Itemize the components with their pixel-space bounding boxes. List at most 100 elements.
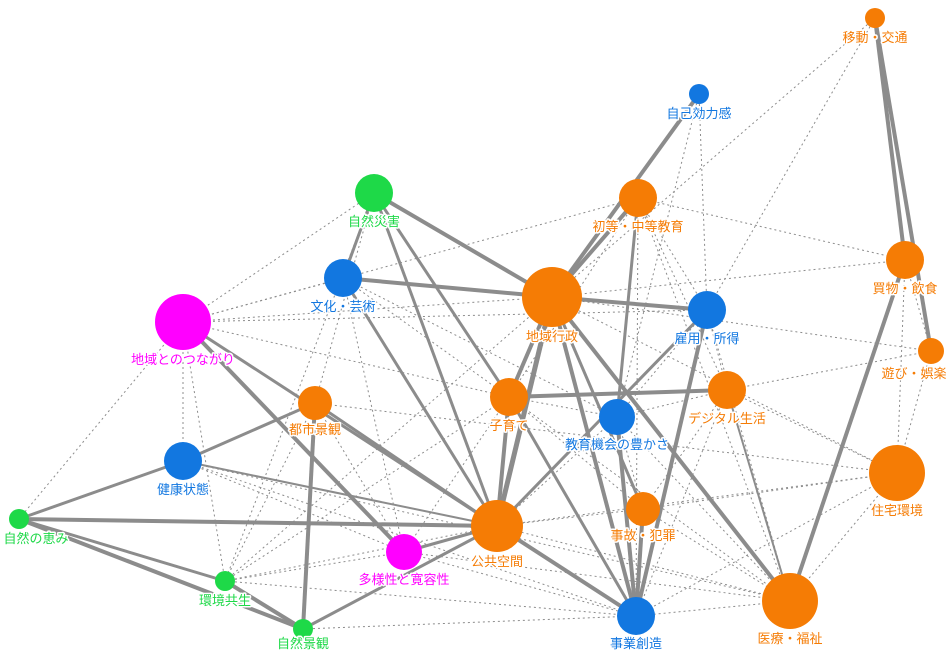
- graph-node-mobility-transport[interactable]: [865, 8, 885, 28]
- graph-edge-urban-landscape--environmental-symbiosis: [224, 402, 316, 582]
- graph-edge-digital-life--educational-opportunity: [616, 389, 728, 418]
- graph-edge-natural-disaster--urban-landscape: [314, 192, 375, 404]
- graph-edge-primary-secondary-education--employment-income: [637, 197, 708, 311]
- graph-node-digital-life[interactable]: [708, 371, 746, 409]
- graph-node-shopping-dining[interactable]: [886, 241, 924, 279]
- graph-edge-accidents-crime--medical-welfare: [642, 508, 791, 602]
- graph-node-label-child-rearing: 子育て: [489, 418, 528, 433]
- graph-edge-urban-landscape--public-space: [314, 401, 498, 528]
- graph-node-local-government[interactable]: [522, 267, 582, 327]
- graph-node-label-employment-income: 雇用・所得: [674, 331, 739, 346]
- graph-node-label-environmental-symbiosis: 環境共生: [199, 593, 251, 608]
- graph-edge-medical-welfare--public-space: [496, 525, 791, 602]
- graph-node-label-natural-scenery: 自然景観: [277, 636, 329, 651]
- graph-edge-housing-environment--public-space: [496, 472, 898, 527]
- graph-node-natural-disaster[interactable]: [355, 174, 393, 212]
- graph-node-nature-blessings[interactable]: [9, 509, 29, 529]
- graph-edge-community-ties--child-rearing: [182, 321, 510, 398]
- graph-edge-natural-scenery--public-space: [302, 524, 498, 631]
- graph-edge-nature-blessings--environmental-symbiosis: [18, 517, 226, 583]
- graph-edge-mobility-transport--local-government: [551, 17, 876, 298]
- graph-node-public-space[interactable]: [471, 500, 523, 552]
- graph-edge-local-government--business-creation: [550, 296, 638, 617]
- graph-edge-natural-disaster--local-government: [372, 191, 554, 299]
- graph-node-accidents-crime[interactable]: [626, 492, 660, 526]
- graph-node-self-efficacy[interactable]: [689, 84, 709, 104]
- graph-node-natural-scenery[interactable]: [293, 619, 313, 639]
- graph-node-community-ties[interactable]: [155, 294, 211, 350]
- graph-edge-natural-disaster--child-rearing: [372, 192, 511, 398]
- graph-node-label-urban-landscape: 都市景観: [289, 422, 341, 437]
- graph-edge-local-government--accidents-crime: [550, 296, 645, 510]
- graph-node-housing-environment[interactable]: [869, 445, 925, 501]
- graph-edge-nature-blessings--natural-scenery: [18, 517, 304, 631]
- graph-edge-primary-secondary-education--educational-opportunity: [615, 197, 640, 418]
- graph-node-label-educational-opportunity: 教育機会の豊かさ: [565, 437, 669, 452]
- graph-edge-mobility-transport--employment-income: [706, 17, 876, 311]
- graph-edge-child-rearing--accidents-crime: [508, 396, 644, 510]
- graph-edge-community-ties--natural-disaster: [182, 192, 375, 323]
- graph-edge-employment-income--business-creation: [634, 309, 709, 617]
- graph-node-label-shopping-dining: 買物・飲食: [872, 281, 937, 296]
- graph-node-business-creation[interactable]: [617, 597, 655, 635]
- graph-node-diversity-tolerance[interactable]: [386, 534, 422, 570]
- graph-edge-environmental-symbiosis--business-creation: [224, 580, 637, 617]
- graph-node-label-diversity-tolerance: 多様性と寛容性: [358, 572, 449, 587]
- graph-edge-shopping-dining--housing-environment: [896, 259, 906, 474]
- graph-node-play-entertainment[interactable]: [918, 338, 944, 364]
- graph-edge-local-government--public-space: [494, 296, 555, 527]
- graph-edge-health-status--nature-blessings: [18, 459, 184, 521]
- graph-edge-community-ties--diversity-tolerance: [181, 320, 406, 554]
- graph-node-employment-income[interactable]: [688, 291, 726, 329]
- graph-edge-environmental-symbiosis--natural-scenery: [223, 579, 305, 631]
- graph-edge-shopping-dining--medical-welfare: [788, 259, 907, 602]
- graph-edge-self-efficacy--educational-opportunity: [616, 93, 700, 418]
- graph-edge-community-ties--employment-income: [182, 309, 708, 323]
- graph-node-environmental-symbiosis[interactable]: [215, 571, 235, 591]
- graph-node-health-status[interactable]: [164, 442, 202, 480]
- graph-edge-environmental-symbiosis--public-space: [224, 525, 498, 582]
- graph-edge-play-entertainment--local-government: [551, 296, 932, 352]
- graph-edge-local-government--medical-welfare: [550, 295, 792, 603]
- graph-edge-health-status--diversity-tolerance: [182, 460, 405, 553]
- graph-node-label-public-space: 公共空間: [471, 554, 523, 569]
- graph-edge-educational-opportunity--business-creation: [615, 416, 638, 617]
- graph-edge-primary-secondary-education--shopping-dining: [637, 197, 906, 261]
- graph-edge-environmental-symbiosis--diversity-tolerance: [224, 551, 405, 582]
- graph-edge-environmental-symbiosis--local-government: [224, 296, 553, 582]
- graph-edge-public-space--business-creation: [495, 524, 638, 618]
- graph-edge-educational-opportunity--medical-welfare: [616, 416, 791, 602]
- graph-nodes: [9, 8, 944, 639]
- graph-edge-natural-disaster--public-space: [372, 192, 499, 527]
- graph-edge-urban-landscape--diversity-tolerance: [314, 402, 405, 553]
- graph-node-culture-arts[interactable]: [324, 259, 362, 297]
- graph-node-label-community-ties: 地域とのつながり: [131, 352, 235, 367]
- graph-node-medical-welfare[interactable]: [762, 573, 818, 629]
- graph-edge-housing-environment--accidents-crime: [642, 472, 898, 510]
- graph-edge-natural-disaster--environmental-symbiosis: [224, 192, 375, 582]
- graph-edge-natural-scenery--business-creation: [302, 615, 637, 630]
- graph-node-educational-opportunity[interactable]: [599, 399, 635, 435]
- graph-edge-health-status--urban-landscape: [182, 401, 316, 463]
- graph-edge-primary-secondary-education--digital-life: [637, 197, 728, 391]
- graph-node-label-natural-disaster: 自然災害: [348, 214, 400, 229]
- graph-node-urban-landscape[interactable]: [298, 386, 332, 420]
- graph-edge-diversity-tolerance--business-creation: [403, 551, 637, 617]
- graph-node-child-rearing[interactable]: [490, 378, 528, 416]
- graph-node-label-culture-arts: 文化・芸術: [310, 299, 375, 314]
- graph-node-label-digital-life: デジタル生活: [688, 411, 766, 426]
- graph-edge-health-status--public-space: [182, 460, 498, 527]
- graph-edge-shopping-dining--local-government: [551, 259, 906, 298]
- graph-node-label-mobility-transport: 移動・交通: [842, 30, 907, 45]
- graph-edge-mobility-transport--play-entertainment: [873, 17, 933, 352]
- graph-edge-culture-arts--child-rearing: [342, 277, 510, 398]
- graph-node-label-business-creation: 事業創造: [610, 636, 662, 651]
- graph-node-label-housing-environment: 住宅環境: [871, 503, 923, 518]
- graph-node-primary-secondary-education[interactable]: [619, 179, 657, 217]
- graph-edge-natural-scenery--urban-landscape: [301, 402, 317, 630]
- graph-edge-accidents-crime--digital-life: [642, 389, 728, 510]
- graph-node-label-play-entertainment: 遊び・娯楽: [881, 366, 946, 381]
- graph-node-label-self-efficacy: 自己効力感: [666, 106, 731, 121]
